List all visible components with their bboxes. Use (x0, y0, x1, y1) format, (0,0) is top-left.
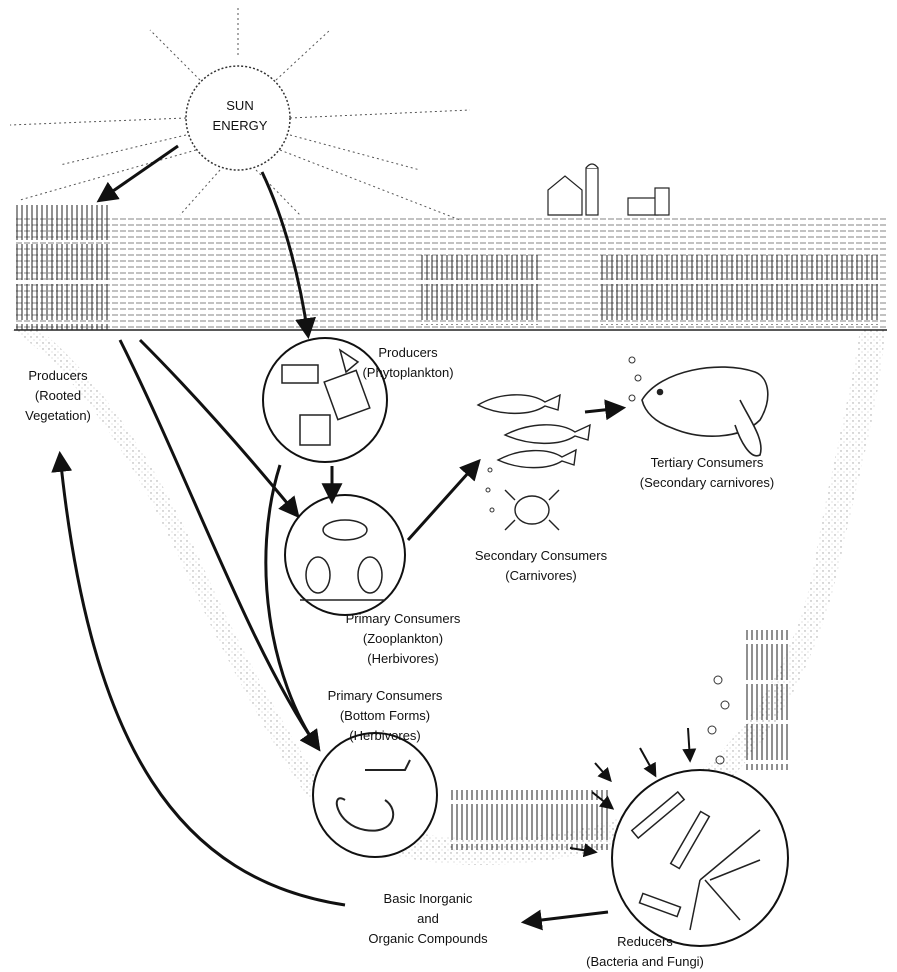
bottom-grass-icon (450, 790, 610, 850)
producers-phytoplankton-label: Producers(Phytoplankton) (362, 343, 453, 383)
arrow-sun-to-rooted (100, 146, 178, 200)
reducers-label: Reducers(Bacteria and Fungi) (586, 932, 704, 972)
farm-buildings-icon (548, 164, 669, 215)
reeds-right-icon (600, 255, 880, 325)
reducers-circle (612, 770, 788, 946)
primary-consumers-bottom-label: Primary Consumers(Bottom Forms)(Herbivor… (328, 686, 443, 746)
tertiary-consumers-label: Tertiary Consumers(Secondary carnivores) (640, 453, 774, 493)
reeds-icon (420, 255, 540, 325)
secondary-consumers-label: Secondary Consumers(Carnivores) (475, 546, 607, 586)
arrow-reducers-to-compounds (525, 912, 608, 922)
rooted-vegetation-icon (14, 205, 109, 330)
right-weeds-icon (745, 630, 790, 770)
zooplankton-circle (285, 495, 405, 615)
bottom-forms-circle (313, 733, 437, 857)
primary-consumers-zooplankton-label: Primary Consumers(Zooplankton)(Herbivore… (346, 609, 461, 669)
